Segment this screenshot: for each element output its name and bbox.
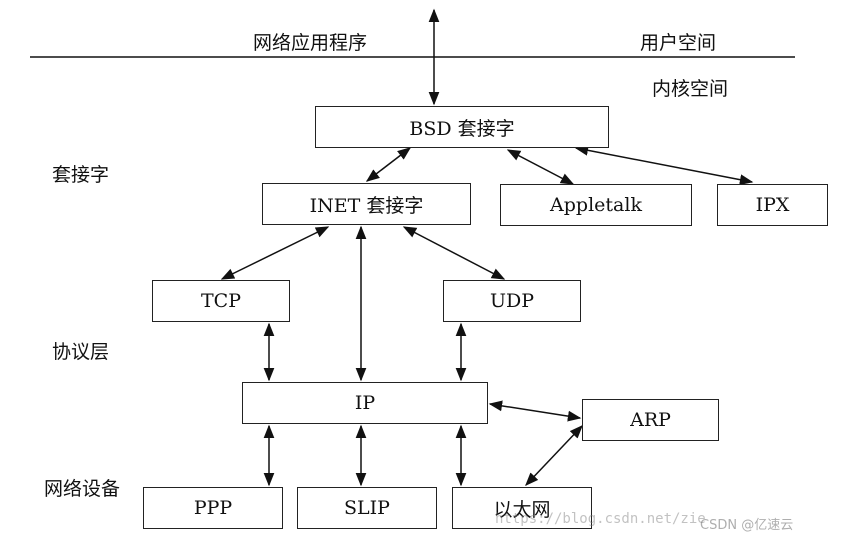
node-slip: SLIP [297,487,437,529]
label-app: 网络应用程序 [253,32,368,54]
node-udp: UDP [443,280,581,322]
node-ip: IP [242,382,488,424]
node-tcp: TCP [152,280,290,322]
watermark-url: https://blog.csdn.net/zie [495,511,706,527]
arrow-ip-arp [488,400,582,422]
arrow-bsd-appletalk [506,149,575,185]
node-appletalk: Appletalk [500,184,692,226]
arrow-inet-tcp [220,226,330,280]
arrow-arp-ethernet [525,425,583,486]
label-protocol-layer: 协议层 [52,341,110,363]
arrow-inet-udp [402,226,506,280]
node-inet: INET 套接字 [262,183,471,225]
node-ipx: IPX [717,184,828,226]
label-user-space: 用户空间 [640,32,717,54]
arrow-bsd-ipx [574,145,754,185]
node-arp: ARP [582,399,719,441]
node-bsd: BSD 套接字 [315,106,609,148]
label-devices: 网络设备 [44,478,121,500]
node-ppp: PPP [143,487,283,529]
label-kernel-space: 内核空间 [652,78,729,100]
arrow-bsd-inet [365,147,412,182]
node-ethernet: 以太网 [452,487,592,529]
label-socket-layer: 套接字 [52,164,110,186]
watermark-brand: CSDN @亿速云 [700,518,794,533]
